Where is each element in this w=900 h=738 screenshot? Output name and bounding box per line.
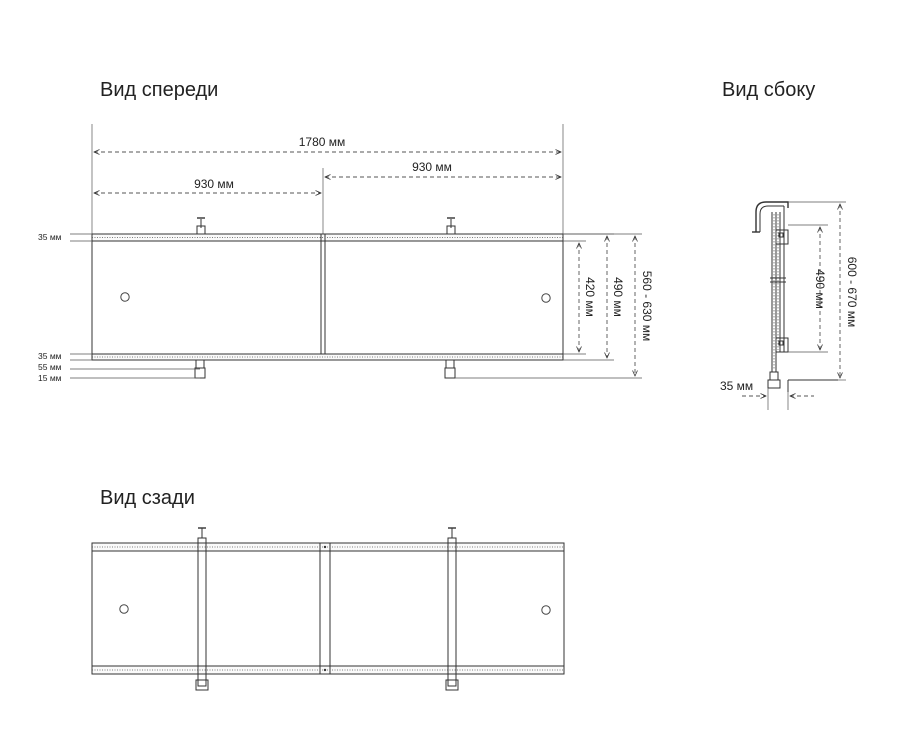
back-view xyxy=(91,527,565,691)
side-view: 35 мм 490 мм 600 - 670 мм xyxy=(720,201,859,410)
side-dim-490: 490 мм xyxy=(813,269,827,309)
front-view-title: Вид спереди xyxy=(100,79,218,101)
dim-half-right: 930 мм xyxy=(412,160,452,174)
dim-top-rail: 35 мм xyxy=(38,232,62,242)
dim-bottom-rail: 35 мм xyxy=(38,351,62,361)
front-hole-right xyxy=(541,293,551,303)
dim-total-width: 1780 мм xyxy=(299,135,346,149)
back-brace-right xyxy=(445,527,459,691)
front-leg-right xyxy=(444,359,456,379)
front-hole-left xyxy=(120,292,130,302)
front-view: 1780 мм 930 мм 930 мм xyxy=(38,124,654,383)
back-panel-body xyxy=(91,550,565,667)
dim-height-420: 420 мм xyxy=(583,277,597,317)
dim-gap-55: 55 мм xyxy=(38,362,62,372)
back-view-title: Вид сзади xyxy=(100,487,195,509)
front-panel-body xyxy=(91,240,564,355)
back-brace-left xyxy=(195,527,209,691)
top-fixing-left xyxy=(196,217,206,235)
side-top-hook xyxy=(755,201,789,232)
top-fixing-right xyxy=(446,217,456,235)
back-hole-right xyxy=(541,605,551,615)
back-hole-left xyxy=(119,604,129,614)
side-view-title: Вид сбоку xyxy=(722,79,815,101)
side-dim-depth: 35 мм xyxy=(720,379,753,393)
dim-gap-15: 15 мм xyxy=(38,373,62,383)
dim-height-490: 490 мм xyxy=(611,277,625,317)
side-dim-600-670: 600 - 670 мм xyxy=(845,257,859,328)
dim-half-left: 930 мм xyxy=(194,177,234,191)
dim-height-560-630: 560 - 630 мм xyxy=(640,271,654,342)
